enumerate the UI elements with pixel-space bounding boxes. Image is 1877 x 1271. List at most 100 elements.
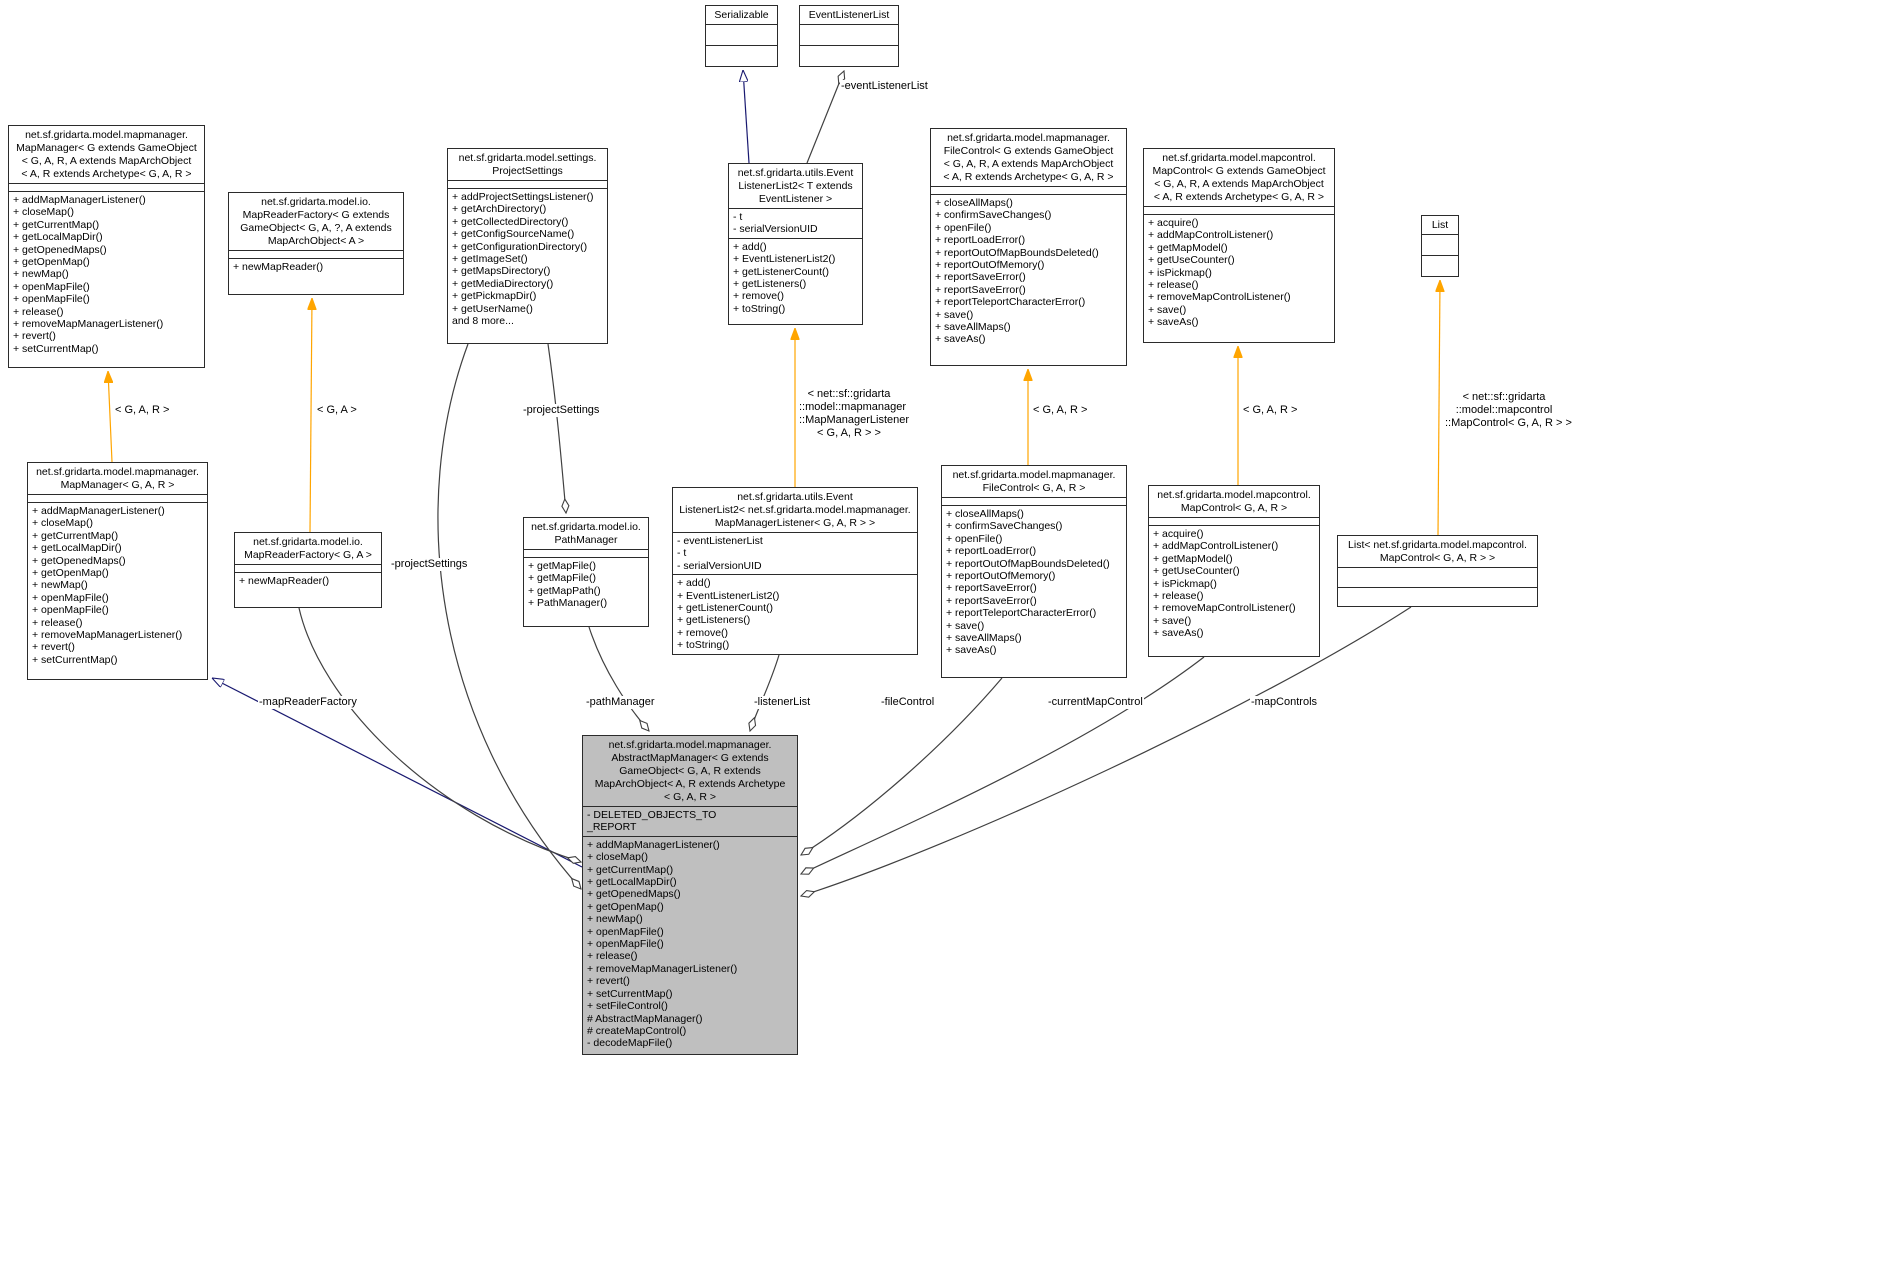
class-list[interactable]: List (1421, 215, 1459, 277)
member-row: + openMapFile() (13, 293, 90, 306)
class-methods: + newMapReader() (229, 258, 403, 294)
edge-label-mapreaderfactory: -mapReaderFactory (258, 696, 358, 709)
member-row: + remove() (677, 626, 729, 639)
member-row: + getArchDirectory() (452, 203, 547, 216)
class-methods (706, 45, 777, 66)
member-row: + addMapManagerListener() (587, 838, 720, 851)
class-methods: + newMapReader() (235, 572, 381, 607)
member-row: + save() (1148, 303, 1187, 316)
member-row: + getCollectedDirectory() (452, 215, 569, 228)
edge-label-mapcontrol-targs: < G, A, R > (1242, 404, 1299, 417)
edge-label-pathmanager: -pathManager (585, 696, 656, 709)
member-row: + getCurrentMap() (587, 863, 674, 876)
member-row: + reportSaveError() (946, 594, 1037, 607)
edge-member-eventlistenerlist (806, 71, 844, 164)
member-row: + addProjectSettingsListener() (452, 191, 594, 203)
class-list-mapcontrol[interactable]: List< net.sf.gridarta.model.mapcontrol.M… (1337, 535, 1538, 607)
member-row: + setFileControl() (587, 1000, 668, 1013)
class-methods: + acquire()+ addMapControlListener()+ ge… (1144, 214, 1334, 342)
edge-inherit-serializable (743, 70, 750, 164)
member-row: + saveAs() (1153, 627, 1204, 640)
class-methods (1338, 586, 1537, 607)
member-row: + reportOutOfMemory() (935, 259, 1045, 272)
member-row: + getLocalMapDir() (587, 876, 677, 889)
member-row: - serialVersionUID (733, 223, 818, 236)
member-row: + openMapFile() (587, 925, 664, 938)
class-methods (800, 45, 898, 66)
edge-member-pathmanager (588, 626, 649, 731)
edge-label-mapcontrols: -mapControls (1250, 696, 1319, 709)
member-row: + getOpenedMaps() (32, 554, 126, 567)
member-row: and 8 more... (452, 315, 514, 328)
class-title: net.sf.gridarta.model.mapmanager.Abstrac… (594, 739, 786, 803)
member-row: + newMap() (13, 268, 69, 281)
class-serializable[interactable]: Serializable (705, 5, 778, 67)
class-projectsettings[interactable]: net.sf.gridarta.model.settings.ProjectSe… (447, 148, 608, 344)
class-methods: + addProjectSettingsListener()+ getArchD… (448, 188, 607, 343)
class-title: EventListenerList (808, 9, 890, 21)
class-mapreaderfactory-g[interactable]: net.sf.gridarta.model.io.MapReaderFactor… (234, 532, 382, 608)
member-row: + addMapControlListener() (1148, 229, 1274, 242)
class-filecontrol-template[interactable]: net.sf.gridarta.model.mapmanager.FileCon… (930, 128, 1127, 366)
member-row: + saveAs() (935, 333, 986, 346)
member-row: + reportTeleportCharacterError() (946, 607, 1097, 620)
member-row: + confirmSaveChanges() (935, 209, 1052, 222)
member-row: - t (733, 211, 743, 223)
member-row: + release() (587, 950, 638, 963)
member-row: + reportSaveError() (935, 271, 1026, 284)
member-row: + EventListenerList2() (677, 589, 780, 602)
member-row: + save() (1153, 614, 1192, 627)
edge-inherit-mapmanager (212, 678, 583, 868)
class-abstractmapmanager[interactable]: net.sf.gridarta.model.mapmanager.Abstrac… (582, 735, 798, 1055)
edge-member-currentmapcontrol (801, 656, 1205, 874)
class-mapmanager-template[interactable]: net.sf.gridarta.model.mapmanager.MapMana… (8, 125, 205, 368)
class-attributes (28, 494, 207, 502)
class-mapcontrol-template[interactable]: net.sf.gridarta.model.mapcontrol.MapCont… (1143, 148, 1335, 343)
class-attributes (1422, 234, 1458, 255)
member-row: + addMapManagerListener() (13, 194, 146, 206)
edge-label-eventlistenerlist: -eventListenerList (840, 80, 929, 93)
member-row: + getMapModel() (1148, 241, 1228, 254)
member-row: + getOpenMap() (587, 900, 664, 913)
class-title: List< net.sf.gridarta.model.mapcontrol.M… (1348, 539, 1527, 564)
member-row: + closeMap() (32, 517, 93, 530)
class-title: net.sf.gridarta.model.mapmanager.MapMana… (36, 466, 199, 491)
class-methods: + closeAllMaps()+ confirmSaveChanges()+ … (942, 505, 1126, 677)
edge-label-mapmanager-targs: < G, A, R > (114, 404, 171, 417)
member-row: _REPORT (587, 821, 637, 834)
member-row: + openMapFile() (13, 280, 90, 293)
edge-label-projectsettings-abstract: -projectSettings (390, 558, 469, 571)
class-attributes (706, 24, 777, 45)
member-row: + getMapFile() (528, 572, 596, 585)
member-row: # createMapControl() (587, 1024, 687, 1037)
member-row: + getConfigSourceName() (452, 228, 575, 241)
class-title: net.sf.gridarta.model.io.MapReaderFactor… (240, 196, 392, 247)
class-title: Serializable (714, 9, 769, 21)
class-methods: + acquire()+ addMapControlListener()+ ge… (1149, 525, 1319, 656)
class-mapreaderfactory-template[interactable]: net.sf.gridarta.model.io.MapReaderFactor… (228, 192, 404, 295)
member-row: + release() (32, 616, 83, 629)
class-title: net.sf.gridarta.model.mapcontrol.MapCont… (1157, 489, 1311, 514)
class-mapcontrol-g[interactable]: net.sf.gridarta.model.mapcontrol.MapCont… (1148, 485, 1320, 657)
class-title: net.sf.gridarta.model.mapmanager.MapMana… (16, 129, 197, 180)
class-attributes (448, 180, 607, 188)
class-attributes (235, 564, 381, 572)
edge-label-filecontrol-targs: < G, A, R > (1032, 404, 1089, 417)
member-row: + newMapReader() (233, 261, 324, 273)
member-row: + getListeners() (677, 614, 751, 627)
class-eventlistenerlist[interactable]: EventListenerList (799, 5, 899, 67)
class-title: net.sf.gridarta.model.mapmanager.FileCon… (952, 469, 1116, 494)
edge-template-mapreaderfactory (310, 298, 312, 533)
member-row: + reportOutOfMapBoundsDeleted() (946, 557, 1110, 570)
class-pathmanager[interactable]: net.sf.gridarta.model.io.PathManager + g… (523, 517, 649, 627)
class-filecontrol-g[interactable]: net.sf.gridarta.model.mapmanager.FileCon… (941, 465, 1127, 678)
member-row: + getUseCounter() (1148, 254, 1235, 267)
class-mapmanager-g[interactable]: net.sf.gridarta.model.mapmanager.MapMana… (27, 462, 208, 680)
class-title: net.sf.gridarta.model.settings.ProjectSe… (458, 152, 597, 177)
member-row: + toString() (677, 639, 730, 652)
member-row: + save() (946, 619, 985, 632)
member-row: # AbstractMapManager() (587, 1012, 703, 1025)
member-row: + newMapReader() (239, 575, 330, 587)
